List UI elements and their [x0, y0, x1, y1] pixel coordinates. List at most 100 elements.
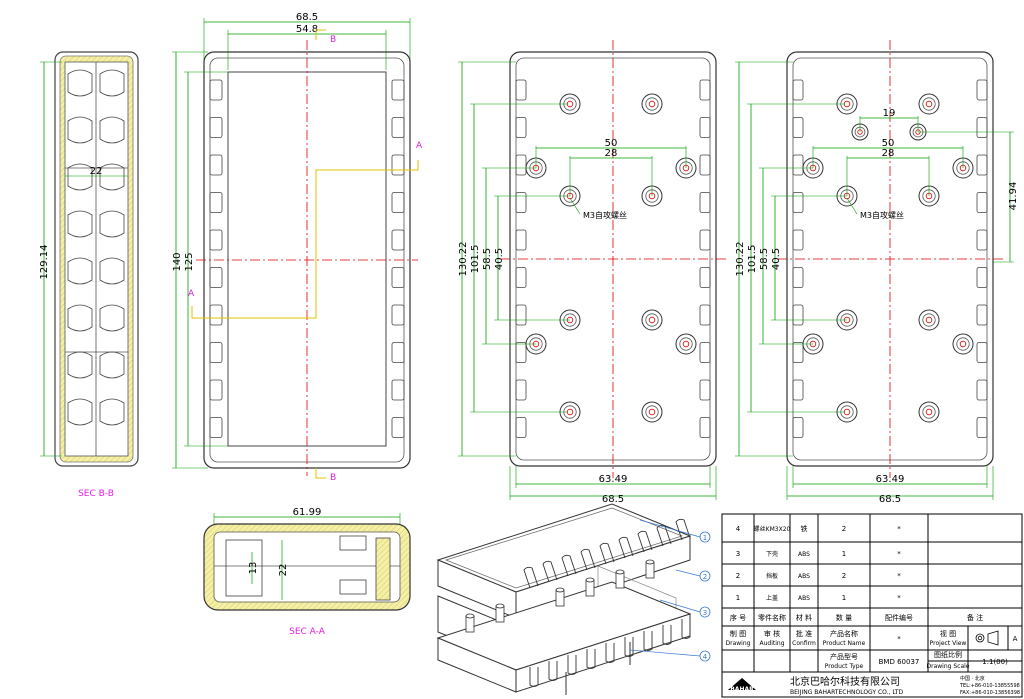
- iso-cover-rib: [675, 518, 691, 541]
- svg-text:3: 3: [703, 609, 707, 617]
- sec-aa-label: SEC A-A: [289, 627, 326, 637]
- b1-width-inner-dim: 63.49: [599, 474, 628, 485]
- part-3-no: 3: [736, 550, 740, 558]
- sec-aa-dim-13: 13: [248, 562, 259, 575]
- b2-dim-28: 28: [882, 148, 895, 159]
- product-type-value: BMD 60037: [879, 658, 920, 666]
- drawing-label-en: Drawing: [726, 640, 751, 647]
- wall-rib: [391, 379, 405, 401]
- bottom-view-1: 50 28 M3自攻螺丝 130.22 101.5 58.5 40.5 63.4…: [458, 40, 728, 505]
- wall-rib: [209, 154, 223, 176]
- b2-dim-v-1: 101.5: [747, 245, 758, 274]
- iso-case-rib: [605, 643, 615, 663]
- wall-rib: [209, 342, 223, 363]
- wall-rib: [976, 379, 988, 401]
- iso-case-rib: [567, 655, 577, 675]
- product-name-label-en: Product Name: [823, 640, 866, 647]
- iso-cover-rib: [580, 548, 596, 571]
- screw-hole: [566, 408, 574, 416]
- svg-text:2: 2: [703, 573, 707, 581]
- screw-boss-ring: [956, 337, 970, 351]
- balloon-2: 2: [699, 570, 711, 582]
- screw-boss-ring: [922, 313, 936, 327]
- iso-case-rib: [529, 667, 539, 687]
- iso-screw-post: [585, 579, 595, 597]
- product-name-value: *: [897, 635, 901, 643]
- wall-rib: [209, 192, 223, 213]
- part-2-code: *: [897, 572, 901, 580]
- part-2-qty: 2: [842, 572, 846, 580]
- header-no: 序 号: [730, 613, 746, 622]
- screw-hole: [959, 340, 967, 348]
- wall-rib: [792, 79, 804, 101]
- wall-rib: [792, 379, 804, 401]
- screw-hole: [648, 408, 656, 416]
- part-1-no: 1: [736, 594, 740, 602]
- section-marker-a-right: A: [416, 141, 423, 151]
- auditing-label-en: Auditing: [759, 640, 784, 647]
- screw-boss-ring: [922, 405, 936, 419]
- wall-rib: [515, 192, 527, 213]
- sec-bb-view: 129.14 22 SEC B-B: [39, 51, 139, 499]
- section-marker-b-bottom: B: [330, 473, 336, 483]
- section-rib: [67, 210, 93, 238]
- wall-rib: [515, 154, 527, 176]
- svg-text:4: 4: [703, 653, 708, 661]
- confirm-label: 批 准: [796, 629, 812, 638]
- iso-case-rib: [548, 661, 558, 681]
- wall-rib: [209, 117, 223, 138]
- iso-bottom-case: [436, 581, 692, 693]
- sec-bb-width-dim: 22: [90, 166, 103, 177]
- company-name-cn: 北京巴哈尔科技有限公司: [790, 675, 900, 688]
- front-view: 68.5 54.8 B B A A 140 125: [172, 12, 423, 483]
- iso-screw-post-top: [615, 569, 625, 575]
- screw-boss-ring: [645, 405, 659, 419]
- section-rib: [99, 210, 125, 238]
- wall-rib: [699, 192, 711, 213]
- contact-fax: FAX:+86-010-13856398: [960, 690, 1020, 696]
- part-4-no: 4: [736, 525, 741, 533]
- company-name-en: BEIJING BAHARTECHNOLOGY CO., LTD: [790, 689, 904, 696]
- wall-rib: [699, 117, 711, 138]
- screw-boss-ring: [645, 97, 659, 111]
- part-1-material: ABS: [798, 595, 810, 602]
- iso-case-rib: [624, 637, 634, 657]
- part-3-name: 下壳: [766, 550, 778, 558]
- b1-dim-28: 28: [605, 148, 618, 159]
- iso-screw-post: [495, 605, 505, 623]
- front-height-inner-dim: 125: [184, 252, 195, 271]
- svg-text:1: 1: [703, 534, 707, 542]
- header-material: 材 料: [796, 613, 812, 622]
- iso-screw-post: [465, 615, 475, 633]
- contact-location: 中国 · 北京: [960, 675, 985, 682]
- screw-hole: [648, 316, 656, 324]
- section-rib: [67, 257, 93, 285]
- wall-rib: [515, 342, 527, 363]
- wall-rib: [515, 79, 527, 101]
- header-name: 零件名称: [758, 613, 786, 622]
- drawing-label: 制 图: [730, 629, 746, 638]
- wall-rib: [209, 79, 223, 101]
- iso-cover-rib: [599, 542, 615, 565]
- wall-rib: [976, 342, 988, 363]
- screw-hole: [925, 408, 933, 416]
- wall-rib: [792, 267, 804, 288]
- iso-screw-post-top: [555, 587, 565, 593]
- wall-rib: [391, 267, 405, 288]
- wall-rib: [515, 229, 527, 251]
- wall-rib: [515, 267, 527, 288]
- wall-rib: [515, 304, 527, 326]
- wall-rib: [699, 379, 711, 401]
- section-rib: [99, 163, 125, 191]
- iso-case-rib: [681, 619, 691, 639]
- section-rib: [67, 163, 93, 191]
- iso-cover-rib: [618, 536, 634, 559]
- wall-rib: [209, 229, 223, 251]
- screw-boss-ring: [679, 337, 693, 351]
- wall-rib: [699, 79, 711, 101]
- wall-rib: [391, 154, 405, 176]
- wall-rib: [209, 267, 223, 288]
- b2-width-inner-dim: 63.49: [876, 474, 905, 485]
- part-3-code: *: [897, 550, 901, 558]
- section-rib: [67, 116, 93, 144]
